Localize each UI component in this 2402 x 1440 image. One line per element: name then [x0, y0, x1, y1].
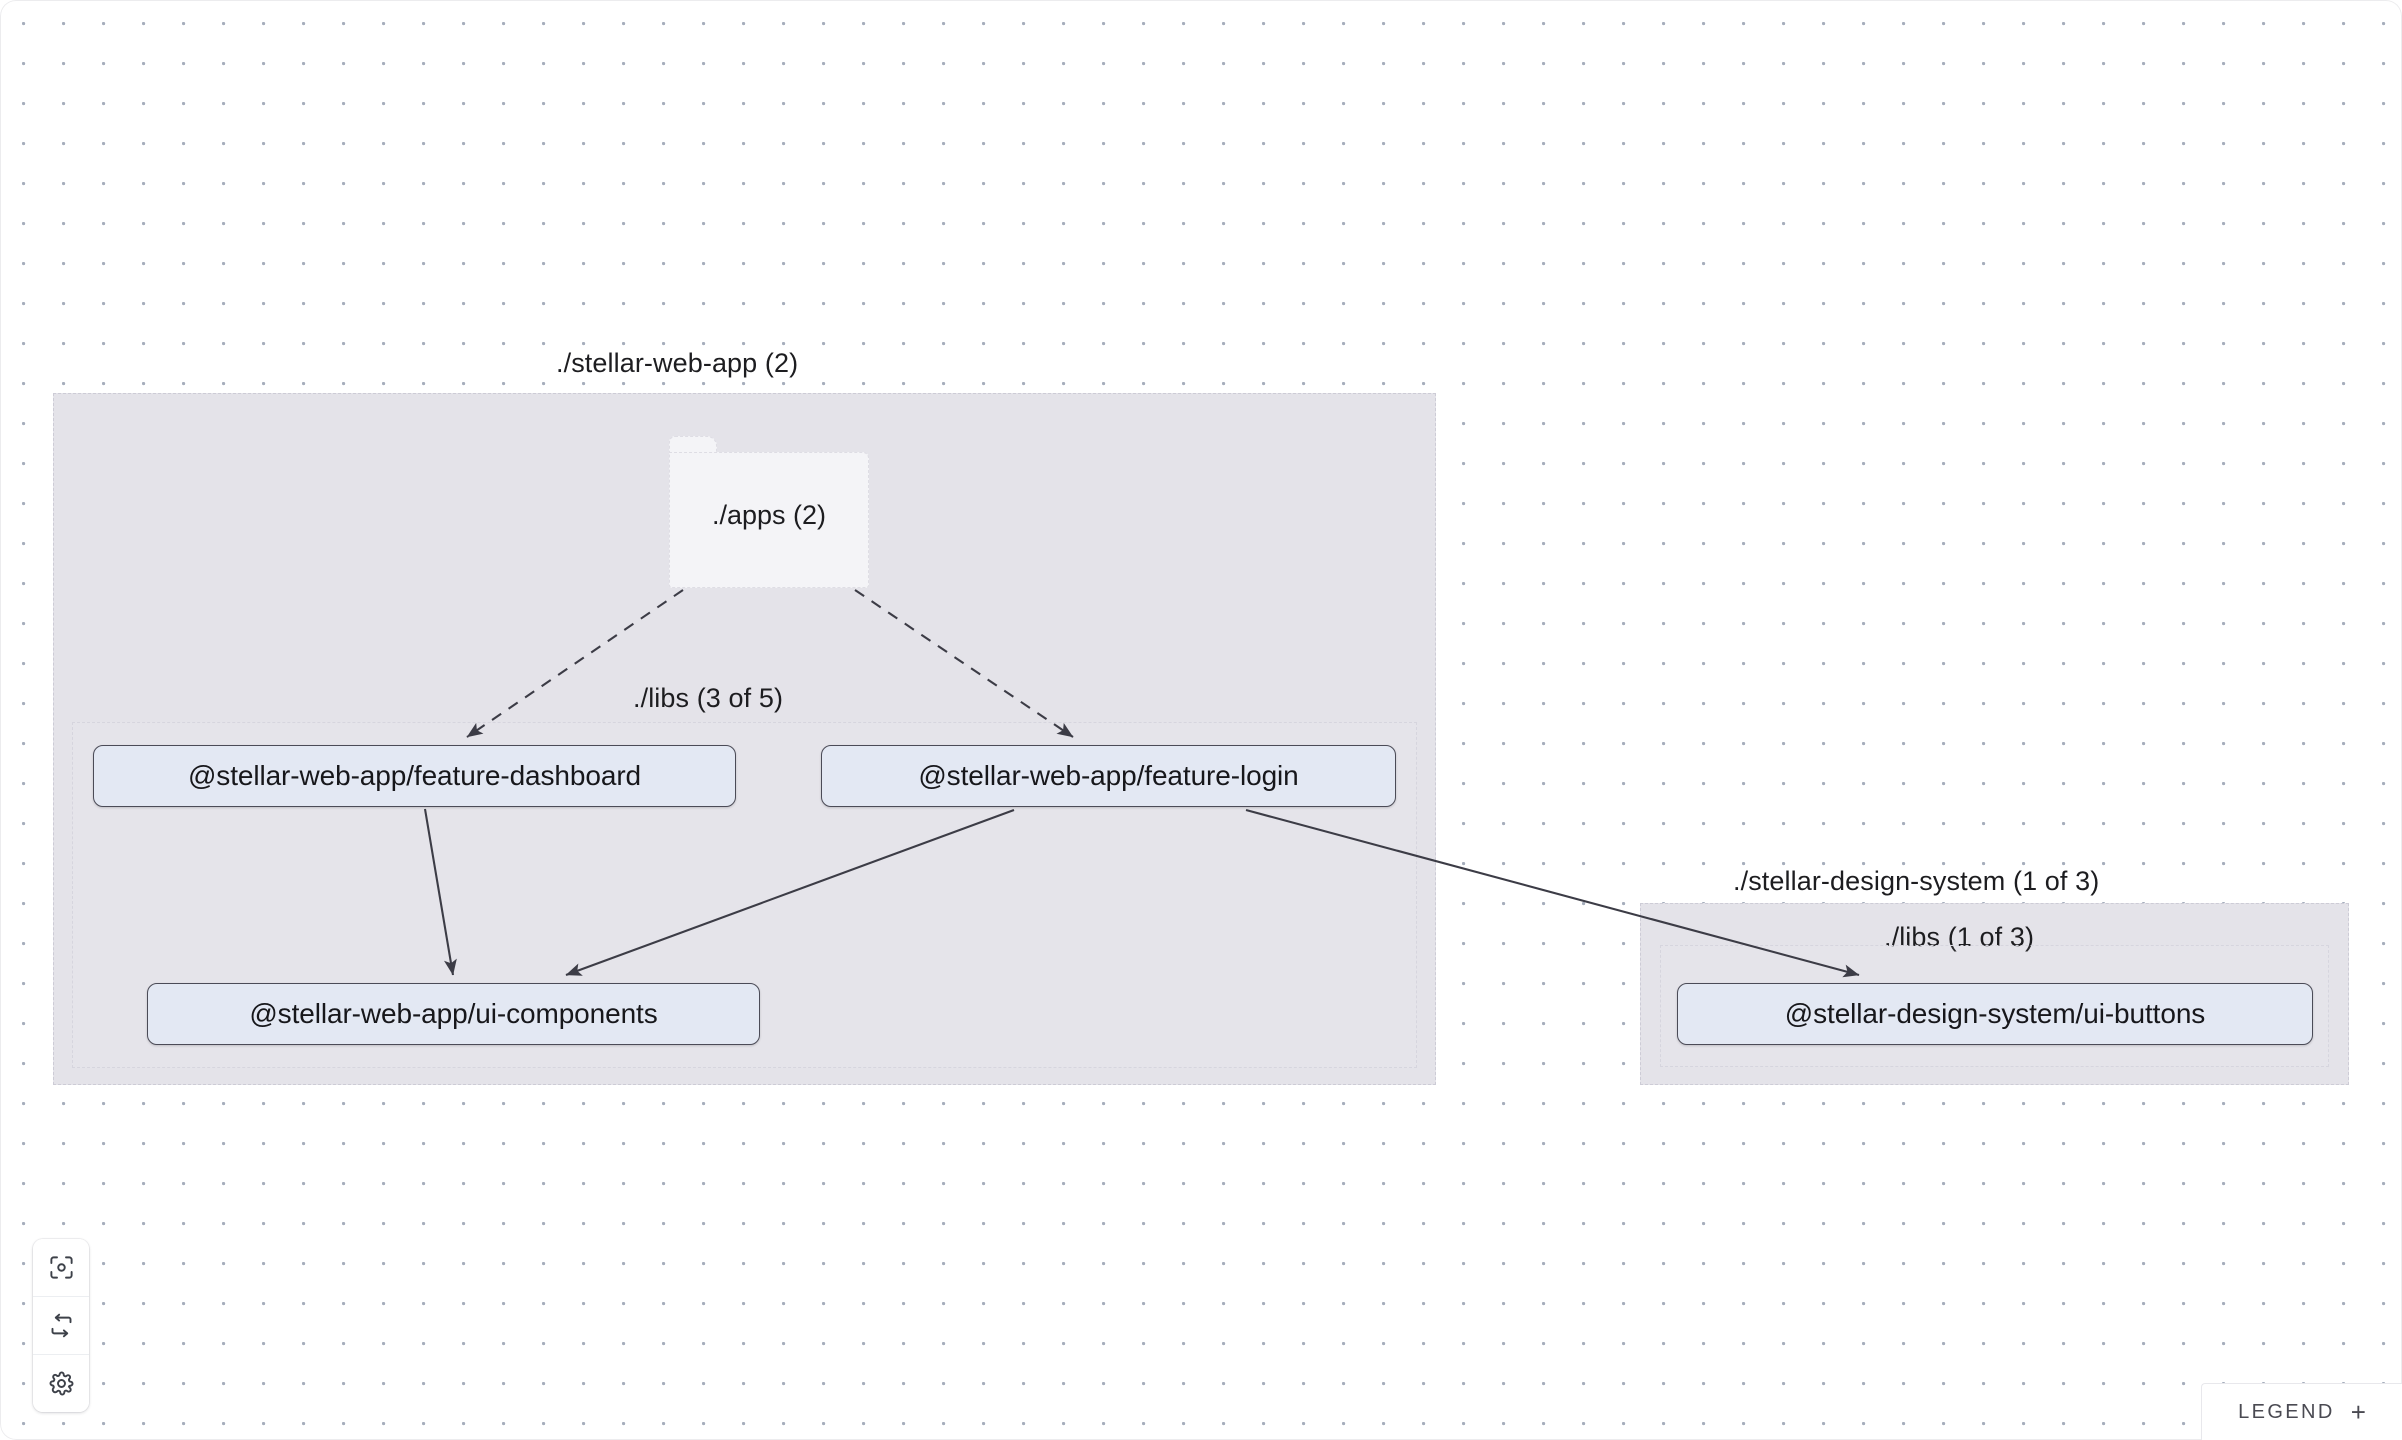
- node-ui-buttons[interactable]: @stellar-design-system/ui-buttons: [1677, 983, 2313, 1045]
- settings-button[interactable]: [33, 1354, 89, 1412]
- canvas-controls: [33, 1239, 89, 1412]
- node-label: @stellar-design-system/ui-buttons: [1784, 998, 2206, 1029]
- group-label-stellar-design-system: ./stellar-design-system (1 of 3): [1733, 866, 2100, 896]
- focus-graph-button[interactable]: [33, 1239, 89, 1296]
- node-label: @stellar-web-app/feature-dashboard: [187, 760, 642, 791]
- gear-icon: [48, 1370, 75, 1397]
- refresh-loop-icon: [48, 1312, 75, 1339]
- folder-body: ./apps (2): [669, 452, 869, 588]
- folder-apps[interactable]: ./apps (2): [669, 436, 869, 588]
- folder-tab-icon: [669, 436, 717, 455]
- legend-toggle[interactable]: LEGEND +: [2201, 1383, 2402, 1440]
- node-label: @stellar-web-app/ui-components: [249, 998, 658, 1029]
- plus-icon: +: [2350, 1397, 2366, 1427]
- group-label-stellar-web-app: ./stellar-web-app (2): [556, 348, 799, 378]
- subgroup-label-web-app-libs: ./libs (3 of 5): [633, 683, 784, 713]
- node-feature-dashboard[interactable]: @stellar-web-app/feature-dashboard: [93, 745, 736, 807]
- subgroup-label-design-system-libs: ./libs (1 of 3): [1884, 922, 2035, 952]
- legend-label: LEGEND: [2238, 1400, 2335, 1423]
- node-label: @stellar-web-app/feature-login: [918, 760, 1299, 791]
- focus-target-icon: [48, 1254, 75, 1281]
- node-ui-components[interactable]: @stellar-web-app/ui-components: [147, 983, 760, 1045]
- refresh-graph-button[interactable]: [33, 1296, 89, 1354]
- node-feature-login[interactable]: @stellar-web-app/feature-login: [821, 745, 1396, 807]
- folder-label-apps: ./apps (2): [711, 499, 827, 530]
